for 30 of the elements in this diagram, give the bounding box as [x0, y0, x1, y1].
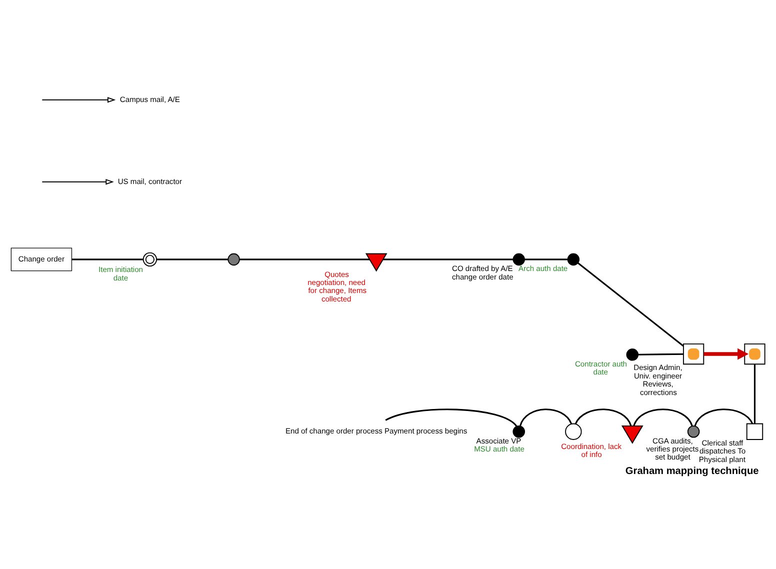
node-circle [228, 253, 240, 266]
node-circle [687, 425, 700, 438]
node-circle [565, 423, 582, 440]
arrow [42, 178, 114, 185]
arrow [42, 97, 116, 103]
caption: Graham mapping technique [625, 466, 759, 478]
connector [754, 364, 756, 424]
connector [524, 258, 568, 260]
connector [385, 408, 518, 427]
node-circle [512, 253, 526, 266]
connector [383, 258, 513, 260]
node-box [744, 343, 766, 365]
connector [694, 408, 754, 426]
connector [578, 262, 684, 347]
arrow [704, 348, 749, 360]
connector [72, 258, 144, 260]
connector [240, 258, 370, 260]
node-triangle [365, 253, 388, 272]
node-circle [142, 252, 158, 267]
node-circle [567, 253, 580, 266]
node-box [746, 423, 764, 440]
node-circle [626, 348, 639, 361]
connector [638, 353, 684, 356]
connector [156, 258, 228, 260]
connector [633, 408, 693, 426]
connector [520, 408, 572, 426]
node-triangle [621, 425, 644, 444]
node-circle [512, 425, 526, 438]
connector [574, 408, 632, 426]
node-box [683, 343, 704, 365]
